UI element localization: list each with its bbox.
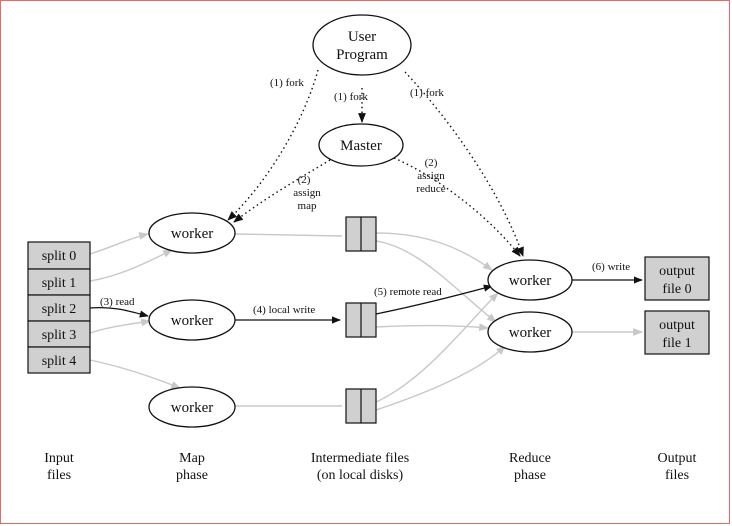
master-node: Master — [318, 123, 404, 167]
edge-worker1-file1 — [234, 233, 343, 237]
split-label-3: split 3 — [42, 328, 77, 343]
edge-file3-reduce1 — [375, 292, 499, 403]
output-file-1-label-1: output — [659, 318, 695, 333]
caption-input-2: files — [47, 468, 71, 483]
output-file-0-label-1: output — [659, 264, 695, 279]
edge-labels: (1) fork (1) fork (1) fork (2) assign ma… — [100, 77, 630, 316]
caption-reduce-2: phase — [514, 468, 546, 483]
split-label-1: split 1 — [42, 276, 77, 291]
user-program-node: User Program — [312, 14, 412, 76]
intermediate-file-2 — [345, 302, 377, 338]
edge-split0-worker1 — [89, 232, 149, 255]
map-worker-1-label: worker — [171, 226, 213, 242]
edge-fork-right — [404, 71, 524, 257]
highlighted-edges — [89, 276, 643, 324]
map-worker-3: worker — [148, 386, 236, 428]
split-box-0 — [27, 241, 91, 270]
map-worker-2: worker — [148, 299, 236, 341]
map-worker-2-label: worker — [171, 313, 213, 329]
column-captions: Input files Map phase Intermediate files… — [44, 451, 696, 483]
map-worker-1: worker — [148, 212, 236, 254]
split-label-2: split 2 — [42, 302, 77, 317]
output-file-1: output file 1 — [644, 310, 710, 355]
split-label-0: split 0 — [42, 249, 77, 264]
reduce-worker-1-label: worker — [509, 273, 551, 289]
caption-intermediate-1: Intermediate files — [311, 451, 409, 466]
caption-input-1: Input — [44, 451, 74, 466]
split-label-4: split 4 — [42, 354, 77, 369]
edge-fork-left — [227, 69, 319, 221]
label-fork-mid: (1) fork — [334, 91, 368, 103]
master-label: Master — [340, 138, 382, 154]
edge-remote-read — [375, 284, 493, 315]
edge-assign-map — [233, 159, 331, 223]
output-file-0: output file 0 — [644, 256, 710, 301]
data-flow-edges — [89, 232, 643, 411]
label-write: (6) write — [592, 261, 630, 273]
output-file-1-label-2: file 1 — [662, 336, 691, 351]
split-box-3 — [27, 320, 91, 348]
caption-map-1: Map — [179, 451, 205, 466]
intermediate-file-1 — [345, 216, 377, 252]
edge-split1-worker1 — [89, 249, 173, 282]
caption-intermediate-2: (on local disks) — [317, 468, 404, 483]
edge-file2-reduce2 — [375, 323, 489, 332]
label-assign-reduce-3: reduce — [416, 183, 445, 195]
label-fork-left: (1) fork — [270, 77, 304, 89]
reduce-worker-2: worker — [487, 311, 573, 353]
user-program-label-2: Program — [336, 47, 388, 63]
reduce-worker-2-label: worker — [509, 325, 551, 341]
edge-assign-reduce — [393, 157, 521, 257]
label-assign-map-1: (2) — [298, 174, 311, 186]
reduce-worker-1: worker — [487, 259, 573, 301]
edge-read — [89, 306, 149, 318]
user-program-label-1: User — [348, 29, 376, 45]
map-worker-3-label: worker — [171, 400, 213, 416]
caption-reduce-1: Reduce — [509, 451, 551, 466]
caption-map-2: phase — [176, 468, 208, 483]
split-box-4 — [27, 346, 91, 374]
label-fork-right: (1) fork — [410, 87, 444, 99]
edge-split4-worker3 — [89, 359, 181, 389]
input-splits: split 0 split 1 split 2 split 3 split 4 — [27, 241, 91, 374]
intermediate-file-3 — [345, 388, 377, 424]
label-assign-map-3: map — [298, 200, 317, 212]
label-assign-reduce-1: (2) — [425, 157, 438, 169]
output-file-0-label-2: file 0 — [662, 282, 691, 297]
caption-output-2: files — [665, 468, 689, 483]
edge-file3-reduce2 — [375, 345, 506, 411]
label-assign-reduce-2: assign — [417, 170, 445, 182]
label-read: (3) read — [100, 296, 135, 308]
caption-output-1: Output — [658, 451, 697, 466]
edge-split3-worker2 — [89, 318, 151, 334]
label-remote-read: (5) remote read — [374, 286, 442, 298]
control-edges — [227, 69, 524, 257]
label-local-write: (4) local write — [253, 304, 315, 316]
split-box-2 — [27, 294, 91, 322]
label-assign-map-2: assign — [293, 187, 321, 199]
edge-file1-reduce1 — [375, 232, 493, 271]
